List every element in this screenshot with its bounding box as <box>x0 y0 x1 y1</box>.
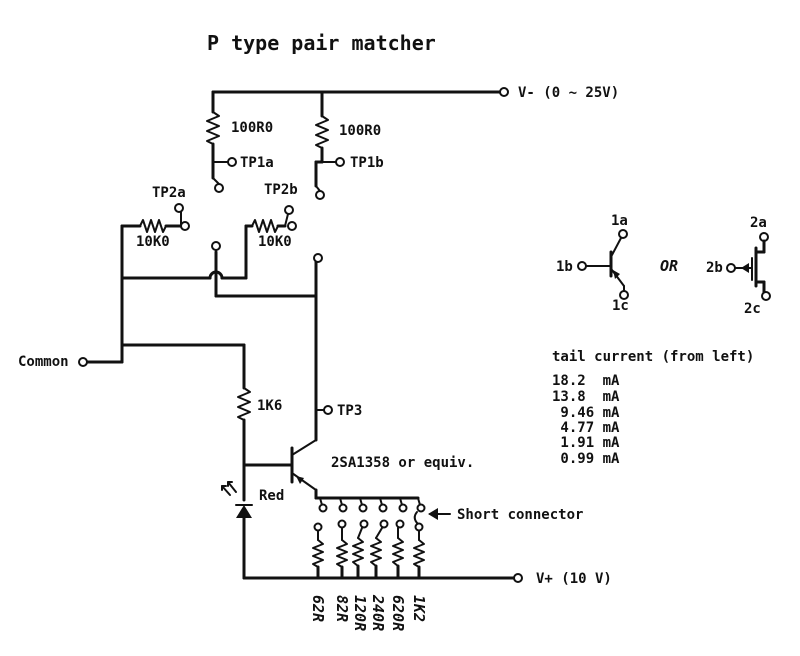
tail-resistor-label-5: 620R <box>389 595 407 631</box>
tp3-terminal <box>315 405 333 415</box>
fet-pinout-symbol <box>726 232 771 301</box>
resistor-100r-a-label: 100R0 <box>231 120 273 136</box>
resistor-1k6-label: 1K6 <box>257 398 282 414</box>
vplus-rail <box>242 573 523 583</box>
led-red <box>221 481 253 580</box>
tail-resistor-label-4: 240R <box>369 594 387 631</box>
resistor-100r-b-label: 100R0 <box>339 123 381 139</box>
pin-2c-label: 2c <box>744 301 761 317</box>
tail-resistor-6 <box>413 530 425 580</box>
vminus-rail <box>211 87 509 97</box>
led-label: Red <box>259 488 284 504</box>
tp1b-label: TP1b <box>350 155 384 171</box>
short-connector-label: Short connector <box>457 507 583 523</box>
common-label: Common <box>18 354 69 370</box>
tp2a-label: TP2a <box>152 185 186 201</box>
tail-resistor-2 <box>336 519 348 580</box>
collector-bus <box>211 241 323 412</box>
tail-current-value: 13.8 mA <box>552 389 620 405</box>
resistor-10k-b-label: 10K0 <box>258 234 292 250</box>
tail-resistor-3 <box>352 519 369 580</box>
tp1a-label: TP1a <box>240 155 274 171</box>
resistor-100r-a <box>206 90 237 193</box>
resistor-100r-b <box>314 90 345 200</box>
pin-2b-label: 2b <box>706 260 723 276</box>
tail-selector <box>314 496 426 532</box>
tail-resistor-label-3: 120R <box>351 595 369 631</box>
tail-current-heading: tail current (from left) <box>552 349 754 365</box>
pnp-transistor <box>290 408 318 500</box>
vminus-label: V- (0 ~ 25V) <box>518 85 619 101</box>
common-bus <box>78 224 248 367</box>
tail-resistors <box>312 519 425 580</box>
resistor-10k-a <box>120 203 190 233</box>
tail-current-value: 4.77 mA <box>552 420 620 436</box>
tail-current-value: 18.2 mA <box>552 373 620 389</box>
short-connector-arrow <box>428 508 451 520</box>
tail-resistor-label-6: 1K2 <box>410 595 428 622</box>
transistor-label: 2SA1358 or equiv. <box>331 455 474 471</box>
resistor-1k6 <box>237 343 294 502</box>
resistor-10k-b <box>244 205 297 233</box>
pin-1c-label: 1c <box>612 298 629 314</box>
tp3-label: TP3 <box>337 403 362 419</box>
pin-1a-label: 1a <box>611 213 628 229</box>
tail-current-value: 0.99 mA <box>552 451 620 467</box>
or-label: OR <box>660 257 678 275</box>
tail-resistor-label-2: 82R <box>333 595 351 622</box>
tail-resistor-4 <box>370 519 389 580</box>
tail-resistor-5 <box>392 519 405 580</box>
vplus-label: V+ (10 V) <box>536 571 612 587</box>
pin-2a-label: 2a <box>750 215 767 231</box>
tail-resistor-1 <box>312 522 324 580</box>
diagram-title: P type pair matcher <box>207 31 436 55</box>
tp2b-label: TP2b <box>264 182 298 198</box>
bjt-pinout-symbol <box>577 229 629 300</box>
resistor-10k-a-label: 10K0 <box>136 234 170 250</box>
tail-current-value: 9.46 mA <box>552 405 620 421</box>
tail-current-value: 1.91 mA <box>552 435 620 451</box>
tail-resistor-label-1: 62R <box>309 595 327 622</box>
pin-1b-label: 1b <box>556 259 573 275</box>
